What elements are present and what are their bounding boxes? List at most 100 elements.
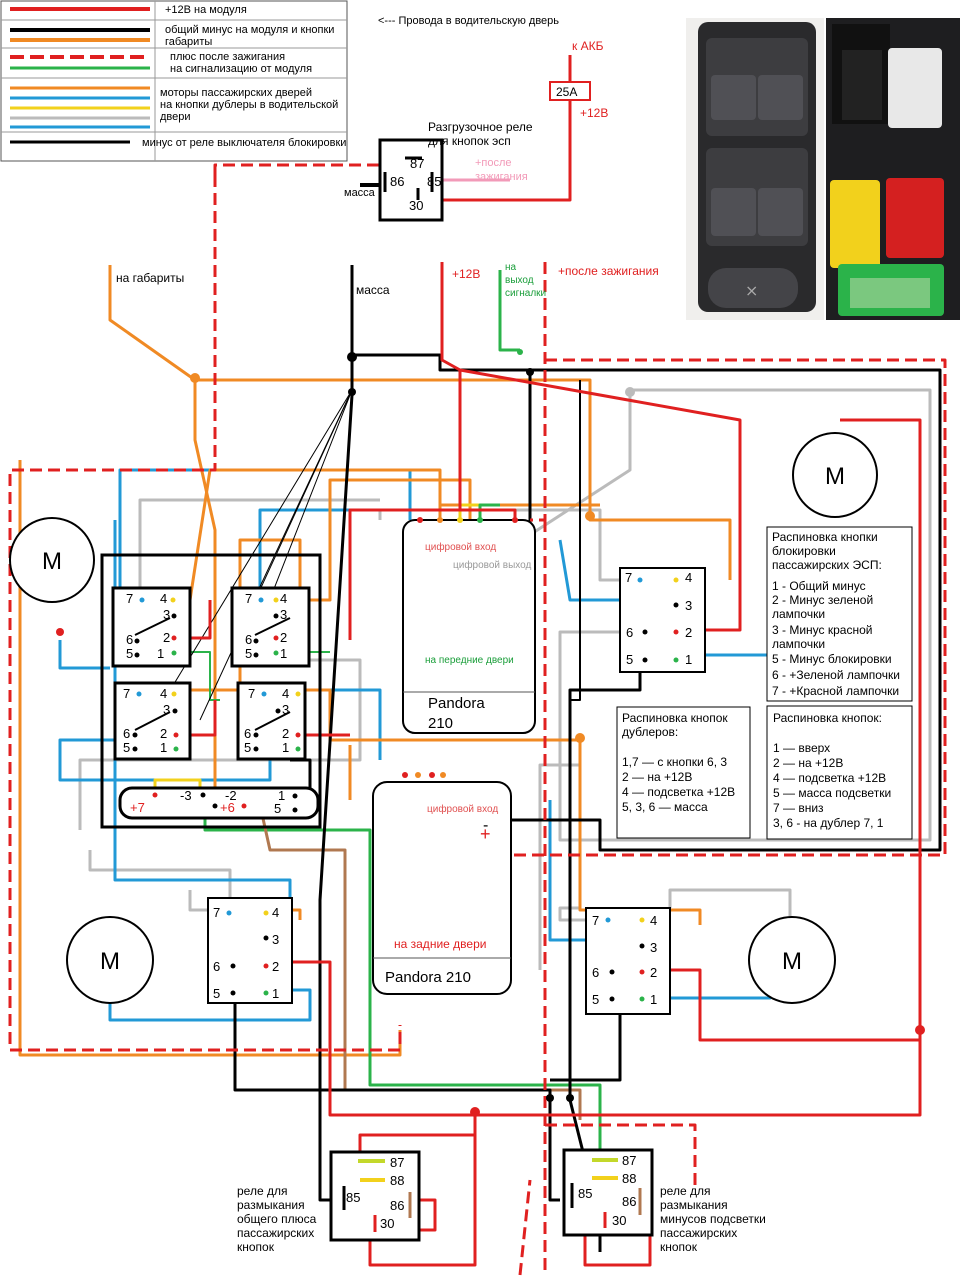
svg-text:M: M xyxy=(42,548,62,575)
svg-text:3: 3 xyxy=(163,702,170,717)
svg-text:-3: -3 xyxy=(180,788,192,803)
svg-text:3, 6 - на дублер 7, 1: 3, 6 - на дублер 7, 1 xyxy=(773,816,884,830)
svg-text:Распиновка кнопки: Распиновка кнопки xyxy=(772,530,878,544)
svg-text:7: 7 xyxy=(126,591,133,606)
svg-text:1: 1 xyxy=(282,740,289,755)
lock-button-connector-strip: +7 -3 -2 +6 1 5 xyxy=(118,786,320,820)
svg-text:5: 5 xyxy=(245,646,252,661)
svg-text:5: 5 xyxy=(126,646,133,661)
pandora-front: цифровой вход цифровой выход на передние… xyxy=(402,517,536,734)
info-buttons: Распиновка кнопок: 1 — вверх 2 — на +12В… xyxy=(766,705,913,840)
svg-text:7: 7 xyxy=(123,686,130,701)
svg-text:4: 4 xyxy=(685,570,692,585)
svg-text:30: 30 xyxy=(380,1216,394,1231)
svg-text:2: 2 xyxy=(163,630,170,645)
driver-door-note: <--- Провода в водительскую дверь xyxy=(378,15,559,27)
svg-text:5: 5 xyxy=(592,992,599,1007)
svg-text:M: M xyxy=(825,463,845,490)
relay-top: 87 86 85 30 Разгрузочное реле для кнопок… xyxy=(344,120,533,222)
svg-text:4: 4 xyxy=(160,686,167,701)
window-switch-icon xyxy=(758,75,803,120)
legend-item-4: на сигнализацию от модуля xyxy=(170,63,312,75)
svg-text:6: 6 xyxy=(592,965,599,980)
svg-text:лампочки: лампочки xyxy=(772,637,825,651)
relay-top-pin-85: 85 xyxy=(427,174,441,189)
relay-top-pin-86: 86 xyxy=(390,174,404,189)
svg-text:5 — масса подсветки: 5 — масса подсветки xyxy=(773,786,891,800)
svg-text:дублеров:: дублеров: xyxy=(622,725,678,739)
driver-button-rear-left: 7 4 3 6 2 5 1 xyxy=(113,681,192,761)
svg-text:7 — вниз: 7 — вниз xyxy=(773,801,824,815)
red-connector-icon xyxy=(886,178,944,258)
relay-bottom-right: 87 88 85 86 30 реле для размыкания минус… xyxy=(562,1148,766,1254)
relay-top-after-ignition-2: зажигания xyxy=(475,171,528,183)
yellow-connector-icon xyxy=(830,180,880,268)
svg-text:+6: +6 xyxy=(220,800,235,815)
motor-front-left: M xyxy=(9,517,95,603)
fuse-box xyxy=(549,81,591,101)
svg-text:1: 1 xyxy=(272,986,279,1001)
to-akb-label: к АКБ xyxy=(572,39,604,53)
svg-text:1: 1 xyxy=(650,992,657,1007)
svg-text:Распиновка кнопок: Распиновка кнопок xyxy=(622,711,728,725)
battery-fuse: к АКБ 25А +12В xyxy=(549,39,608,120)
svg-text:-2: -2 xyxy=(225,788,237,803)
svg-text:лампочки: лампочки xyxy=(772,607,825,621)
svg-text:86: 86 xyxy=(390,1198,404,1213)
svg-text:1: 1 xyxy=(280,646,287,661)
passenger-button-rear-left: 7 4 3 6 2 5 1 xyxy=(207,897,293,1004)
pandora-front-digital-out: цифровой выход xyxy=(453,559,532,571)
svg-text:блокировки: блокировки xyxy=(772,544,836,558)
svg-text:6: 6 xyxy=(213,959,220,974)
svg-text:2 — на +12В: 2 — на +12В xyxy=(773,756,843,770)
passenger-button-front-right: 7 4 3 6 2 5 1 xyxy=(619,567,706,673)
svg-text:7 - +Красной лампочки: 7 - +Красной лампочки xyxy=(772,684,899,698)
svg-text:4: 4 xyxy=(650,913,657,928)
pandora-rear-name: Pandora 210 xyxy=(385,969,471,986)
svg-text:85: 85 xyxy=(578,1186,592,1201)
svg-text:1: 1 xyxy=(157,646,164,661)
svg-text:5: 5 xyxy=(213,986,220,1001)
pandora-front-note: на передние двери xyxy=(425,655,514,666)
svg-text:размыкания: размыкания xyxy=(237,1198,305,1212)
svg-text:5: 5 xyxy=(626,652,633,667)
svg-text:общего плюса: общего плюса xyxy=(237,1212,317,1226)
svg-text:7: 7 xyxy=(245,591,252,606)
svg-text:⨯: ⨯ xyxy=(745,283,758,300)
svg-text:85: 85 xyxy=(346,1190,360,1205)
pandora-rear-minus: - xyxy=(483,817,488,834)
window-switch-icon xyxy=(711,188,756,236)
svg-text:пассажирских: пассажирских xyxy=(660,1226,737,1240)
svg-text:86: 86 xyxy=(622,1194,636,1209)
driver-button-rear-right: 7 4 3 6 2 5 1 xyxy=(236,681,307,761)
svg-text:4: 4 xyxy=(272,905,279,920)
legend-item-5: моторы пассажирских дверей xyxy=(160,87,312,99)
pandora-rear-digital-in: цифровой вход xyxy=(427,803,498,815)
legend-item-6: на кнопки дублеры в водительской xyxy=(160,99,338,111)
svg-text:6: 6 xyxy=(245,632,252,647)
massa-label: масса xyxy=(356,283,390,297)
svg-text:87: 87 xyxy=(622,1153,636,1168)
svg-text:размыкания: размыкания xyxy=(660,1198,728,1212)
svg-text:M: M xyxy=(782,948,802,975)
svg-text:4 — подсветка +12В: 4 — подсветка +12В xyxy=(622,785,735,799)
svg-text:+7: +7 xyxy=(130,800,145,815)
relay-bottom-left: 87 88 85 86 30 реле для размыкания общег… xyxy=(237,1150,421,1254)
legend-item-7: двери xyxy=(160,111,191,123)
relay-top-pin-30: 30 xyxy=(409,198,423,213)
svg-text:5, 3, 6 — масса: 5, 3, 6 — масса xyxy=(622,800,708,814)
svg-text:6: 6 xyxy=(126,632,133,647)
relay-top-after-ignition: +после xyxy=(475,157,512,169)
svg-text:6: 6 xyxy=(244,726,251,741)
svg-text:3: 3 xyxy=(280,607,287,622)
after-ignition-wire-label: +после зажигания xyxy=(558,264,659,278)
svg-text:минусов подсветки: минусов подсветки xyxy=(660,1212,766,1226)
svg-text:30: 30 xyxy=(612,1213,626,1228)
window-switch-icon xyxy=(758,188,803,236)
svg-text:Распиновка кнопок:: Распиновка кнопок: xyxy=(773,711,882,725)
svg-text:5: 5 xyxy=(123,740,130,755)
svg-text:4: 4 xyxy=(160,591,167,606)
relay-top-subtitle: для кнопок эсп xyxy=(428,134,511,148)
svg-text:5 - Минус блокировки: 5 - Минус блокировки xyxy=(772,652,892,666)
